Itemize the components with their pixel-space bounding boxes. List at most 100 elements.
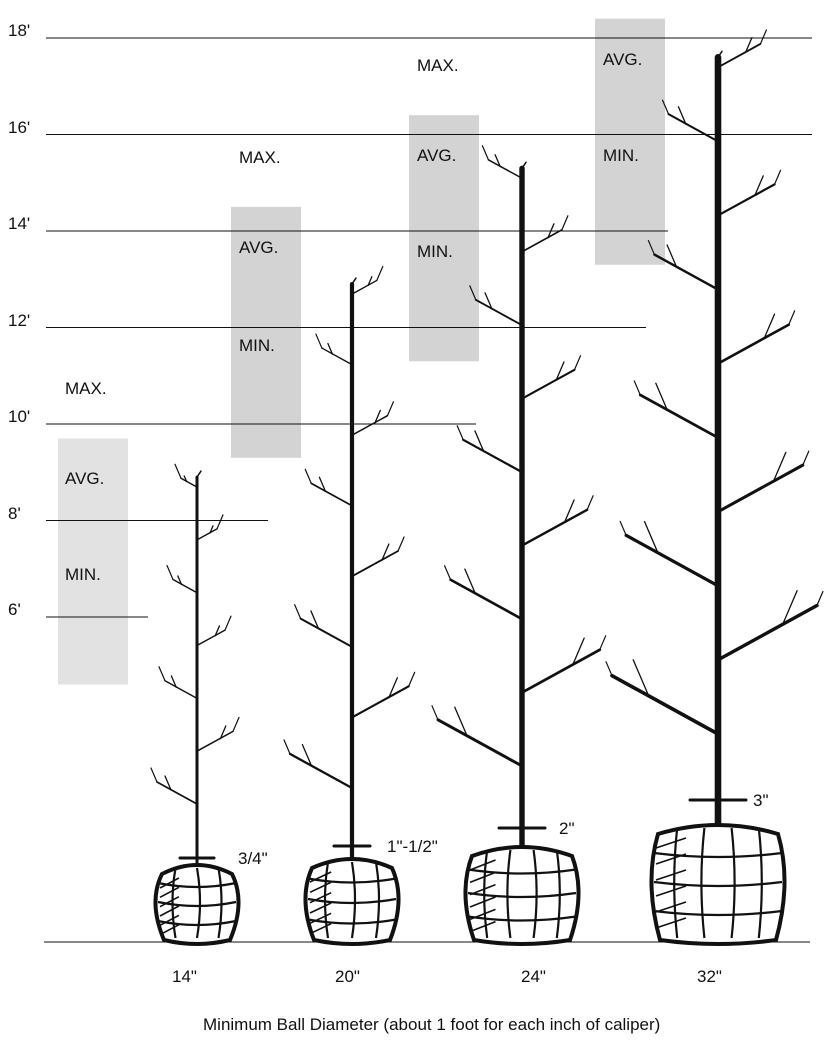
tree-2-ball-hatch — [309, 912, 332, 925]
tree-4-twig — [772, 451, 787, 483]
tree-4-twig — [759, 29, 768, 45]
tree-1-branch — [180, 477, 198, 488]
tree-3-ball-hatch — [469, 859, 496, 871]
tree-4-twig — [647, 239, 656, 256]
tree-1-max-label: MAX. — [65, 379, 107, 399]
tree-2-ball-netting — [307, 877, 397, 884]
tree-1-twig — [183, 475, 188, 483]
tree-2-min-label: MIN. — [239, 336, 275, 356]
tree-2-twig — [367, 276, 373, 287]
tree-2-branch — [351, 550, 399, 578]
tree-1-ball-netting — [217, 867, 223, 939]
tree-1-branch — [196, 629, 226, 647]
tree-4-caliper-label: 3" — [753, 791, 769, 810]
tree-3-max-label: MAX. — [417, 56, 459, 76]
tree-2-ball-hatch — [309, 891, 332, 904]
tree-4-branch — [716, 603, 819, 662]
tree-2-twig — [381, 543, 390, 561]
tree-4-twig — [781, 590, 798, 626]
tree-4-twig — [666, 244, 678, 268]
tree-2-twig — [397, 536, 405, 552]
tree-1-ball-netting — [171, 867, 177, 939]
tree-4-twig — [788, 310, 796, 326]
tree-3-twig — [431, 705, 439, 721]
tree-2-branch — [310, 482, 353, 507]
tree-4-branch — [716, 183, 776, 217]
tree-2-twig — [310, 610, 320, 630]
tree-2-leader-tip — [351, 277, 357, 285]
tree-3-leader-tip — [521, 161, 527, 170]
tree-2-twig — [301, 743, 313, 767]
tree-2-caliper-label: 1"-1/2" — [387, 837, 438, 856]
tree-2-ball-netting — [323, 861, 330, 939]
tree-3-ball-hatch — [469, 908, 496, 921]
tree-2-twig — [386, 401, 395, 417]
tree-1-branch — [172, 578, 198, 594]
tree-4-ball-netting — [653, 909, 783, 917]
tree-4-ball-hatch — [655, 853, 687, 865]
tree-2-ball-netting — [374, 861, 381, 939]
tree-4-twig — [802, 450, 810, 466]
tree-3-ball-netting — [467, 868, 577, 875]
tree-3-branch — [520, 368, 576, 400]
tree-3-twig — [571, 637, 585, 666]
tree-3-twig — [464, 568, 477, 595]
tree-2-twig — [327, 342, 334, 355]
tree-1-twig — [232, 716, 240, 732]
tree-4-ball-netting — [653, 880, 783, 888]
tree-3-twig — [573, 355, 582, 371]
tree-1-caliper-label: 3/4" — [238, 849, 268, 868]
tree-1-twig — [158, 666, 166, 682]
tree-1-branch — [196, 730, 234, 752]
tree-2-twig — [294, 604, 302, 620]
tree-3-ball-netting — [483, 849, 489, 939]
tree-4-twig — [763, 313, 776, 340]
tree-1-twig — [170, 675, 177, 688]
tree-4-avg-label: AVG. — [603, 49, 643, 69]
tree-1-ball-hatch — [159, 895, 180, 908]
tree-2-ball-diameter-label: 20" — [335, 967, 360, 986]
tree-2-twig — [283, 739, 291, 755]
tree-4-twig — [677, 106, 687, 125]
tree-1-twig — [174, 463, 182, 479]
tree-3-twig — [547, 223, 555, 239]
tree-2-twig — [376, 265, 384, 282]
tree-4-ball-hatch — [655, 885, 687, 897]
tree-1-branch — [164, 680, 198, 700]
tree-4-twig — [655, 382, 669, 412]
tree-3-ball-netting — [532, 849, 538, 939]
tree-1-ball-hatch — [159, 914, 180, 927]
tree-4-twig — [754, 175, 764, 197]
tree-4-branch — [624, 533, 720, 588]
tree-4-ball-netting — [730, 827, 736, 939]
tree-3-ball-hatch — [469, 896, 496, 908]
tree-3-twig — [563, 499, 575, 524]
tree-4-twig — [605, 661, 613, 677]
tree-3-ball-diameter-label: 24" — [521, 967, 546, 986]
height-label-12ft: 12' — [8, 310, 31, 330]
tree-2-ball-hatch — [309, 871, 332, 883]
height-label-6ft: 6' — [8, 600, 21, 619]
tree-2-branch — [351, 414, 389, 436]
tree-4-twig — [744, 36, 753, 54]
tree-4-ball-netting — [700, 827, 706, 939]
tree-2-height-range-band — [231, 206, 301, 458]
tree-3-branch — [487, 159, 523, 180]
tree-3-twig — [561, 215, 569, 231]
tree-4-twig — [661, 99, 670, 115]
tree-1-ball-diameter-label: 14" — [172, 967, 197, 986]
tree-4-branch — [717, 43, 762, 69]
tree-2-branch — [299, 617, 353, 648]
tree-1-ball-hatch — [159, 886, 180, 899]
tree-2-branch — [321, 347, 353, 366]
tree-1-twig — [216, 514, 224, 530]
tree-3-ball-hatch — [469, 871, 496, 884]
tree-4-ball-netting — [673, 827, 679, 939]
tree-4-twig — [816, 590, 824, 607]
tree-2-twig — [388, 677, 398, 699]
tree-3-ball-netting — [467, 915, 577, 922]
tree-3-min-label: MIN. — [417, 242, 453, 262]
tree-1-height-range-band — [58, 438, 128, 685]
tree-3-twig — [599, 635, 607, 651]
